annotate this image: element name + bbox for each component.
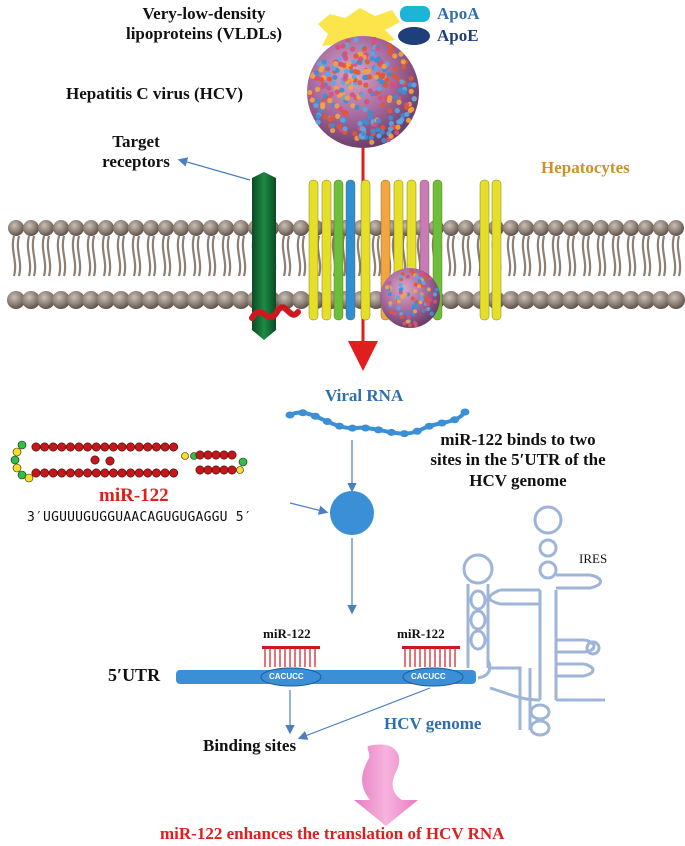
translation-arrow — [354, 744, 418, 826]
mir122-site1-label: miR-122 — [263, 626, 311, 642]
viral-rna-label: Viral RNA — [325, 386, 403, 406]
apoa-icon — [400, 6, 430, 22]
mir122-bound — [262, 646, 460, 667]
hepatocytes-label: Hepatocytes — [541, 158, 630, 178]
apoe-icon — [398, 27, 430, 45]
apoa-label: ApoA — [437, 4, 480, 24]
vldl-label: Very-low-density lipoproteins (VLDLs) — [84, 4, 324, 45]
mirna-pointer — [290, 503, 326, 512]
hcv-label: Hepatitis C virus (HCV) — [66, 84, 243, 104]
apoe-label: ApoE — [437, 26, 479, 46]
mir122-complex — [330, 491, 374, 535]
cacucc-2: CACUCC — [411, 672, 446, 682]
mir122-binds-label: miR-122 binds to two sites in the 5′UTR … — [398, 430, 638, 491]
target-receptor — [252, 172, 298, 340]
cacucc-1: CACUCC — [269, 672, 304, 682]
hcv-virion — [307, 36, 419, 148]
hcv-genome-label: HCV genome — [384, 714, 481, 734]
binding-sites-label: Binding sites — [203, 736, 296, 756]
receptor-pointer — [180, 160, 250, 180]
conclusion-label: miR-122 enhances the translation of HCV … — [160, 824, 504, 844]
mir122-sequence: 3′UGUUUGUGGUAACAGUGUGAGGU 5′ — [27, 510, 252, 526]
ires-structure — [464, 507, 605, 735]
target-receptors-label: Target receptors — [86, 132, 186, 173]
ires-label: IRES — [579, 551, 607, 567]
mir122-title: miR-122 — [99, 485, 169, 508]
internalized-virion — [380, 268, 440, 328]
utr5-label: 5′UTR — [108, 665, 160, 687]
mir122-site2-label: miR-122 — [397, 626, 445, 642]
mir122-hairpin — [11, 441, 247, 482]
